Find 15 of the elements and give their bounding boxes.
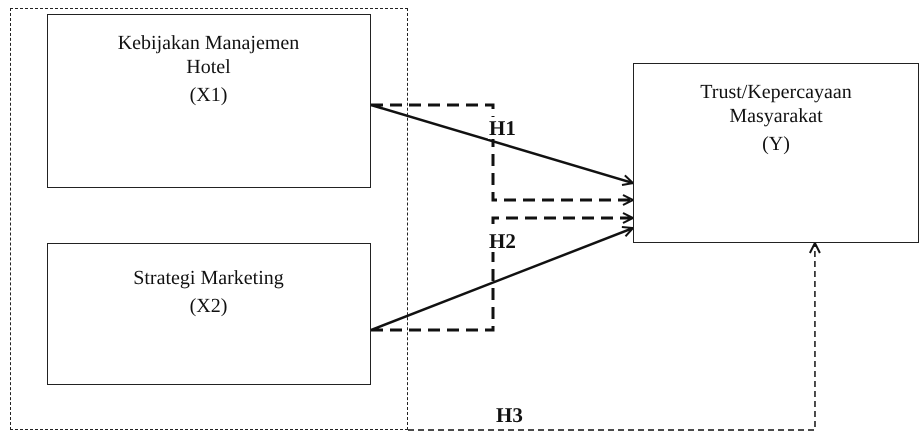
dashed-group-box (10, 8, 408, 430)
edge-label: H1 (488, 117, 517, 139)
variable-code: (X2) (190, 294, 228, 318)
variable-box (46, 242, 370, 384)
variable-name: Strategi Marketing (133, 266, 284, 290)
variable-code: (X1) (190, 82, 228, 106)
dashed-arrow (408, 242, 821, 431)
arrow (370, 104, 634, 186)
edge-label: H2 (488, 230, 517, 252)
variable-name: Kebijakan Manajemen Hotel (116, 30, 300, 78)
dashed-arrow (371, 104, 634, 206)
variable-box (46, 14, 370, 188)
variable-code: (Y) (762, 132, 790, 156)
variable-name: Trust/Kepercayaan Masyarakat (699, 80, 853, 128)
variable-box (633, 63, 919, 243)
